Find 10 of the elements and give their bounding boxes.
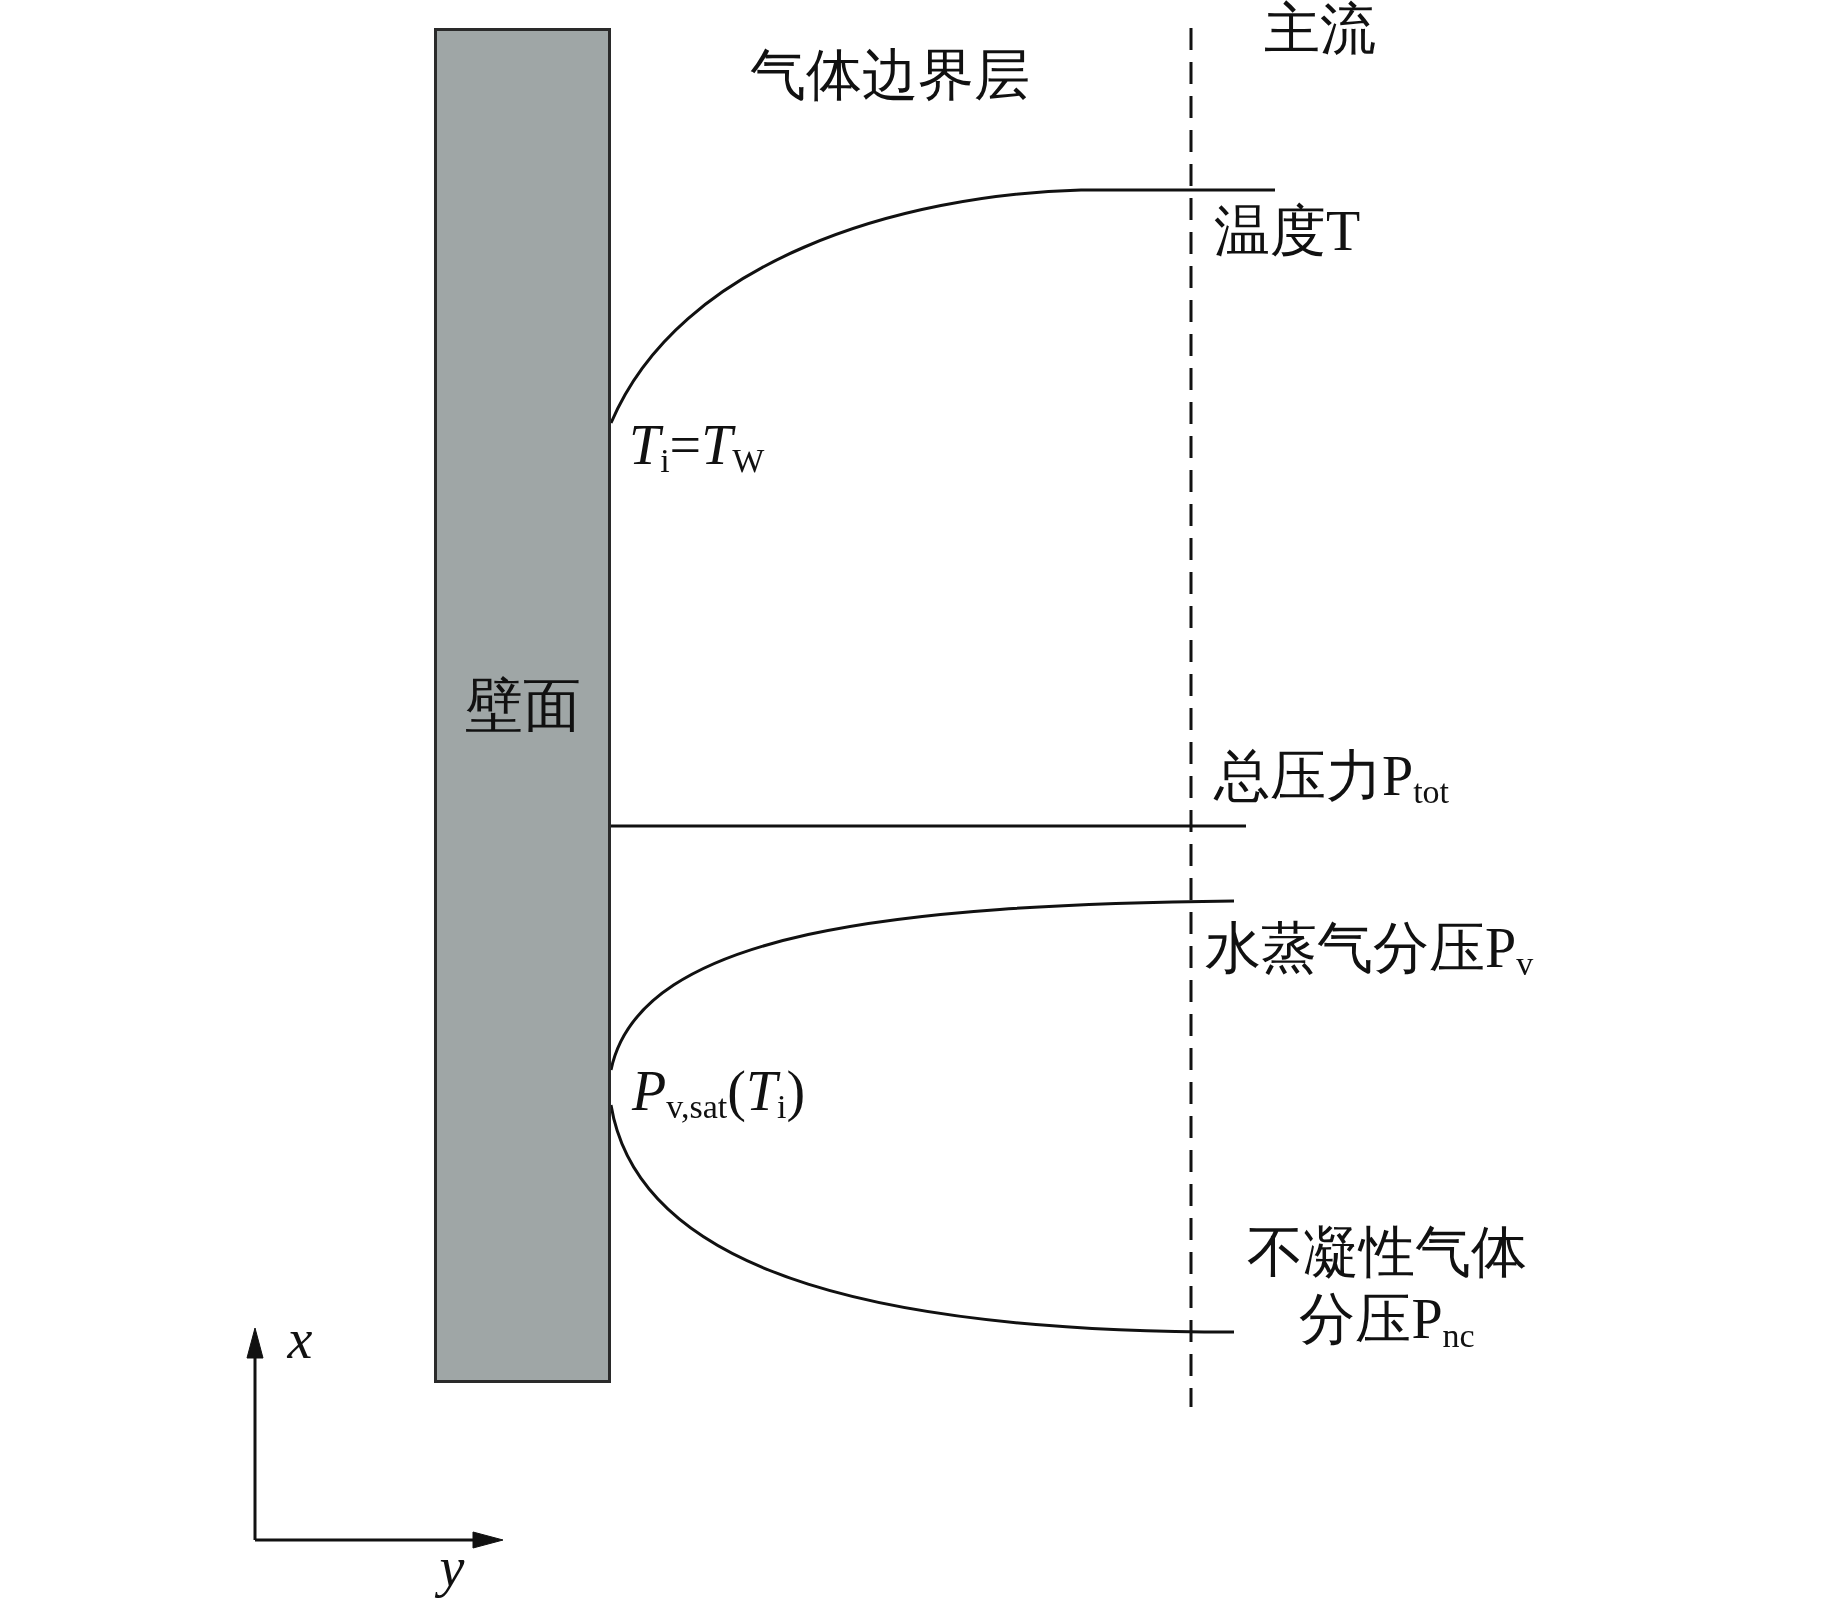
region-label: 主流	[1264, 0, 1376, 63]
wall-box: 壁面	[434, 28, 611, 1383]
value-label: P$_{v,sat}$(T$_{i}$)	[632, 1058, 806, 1128]
axis-label: x	[287, 1307, 313, 1373]
region-label: 气体边界层	[750, 43, 1030, 109]
value-label: T$_{i}$=T$_{W}$	[629, 412, 765, 482]
curve-label: 不凝性气体分压P$_{nc}$	[1246, 1220, 1528, 1356]
curve-label: 总压力P$_{tot}$	[1214, 743, 1450, 813]
curve-label: 温度T	[1214, 199, 1361, 265]
curve-label: 水蒸气分压P$_{v}$	[1205, 915, 1534, 985]
